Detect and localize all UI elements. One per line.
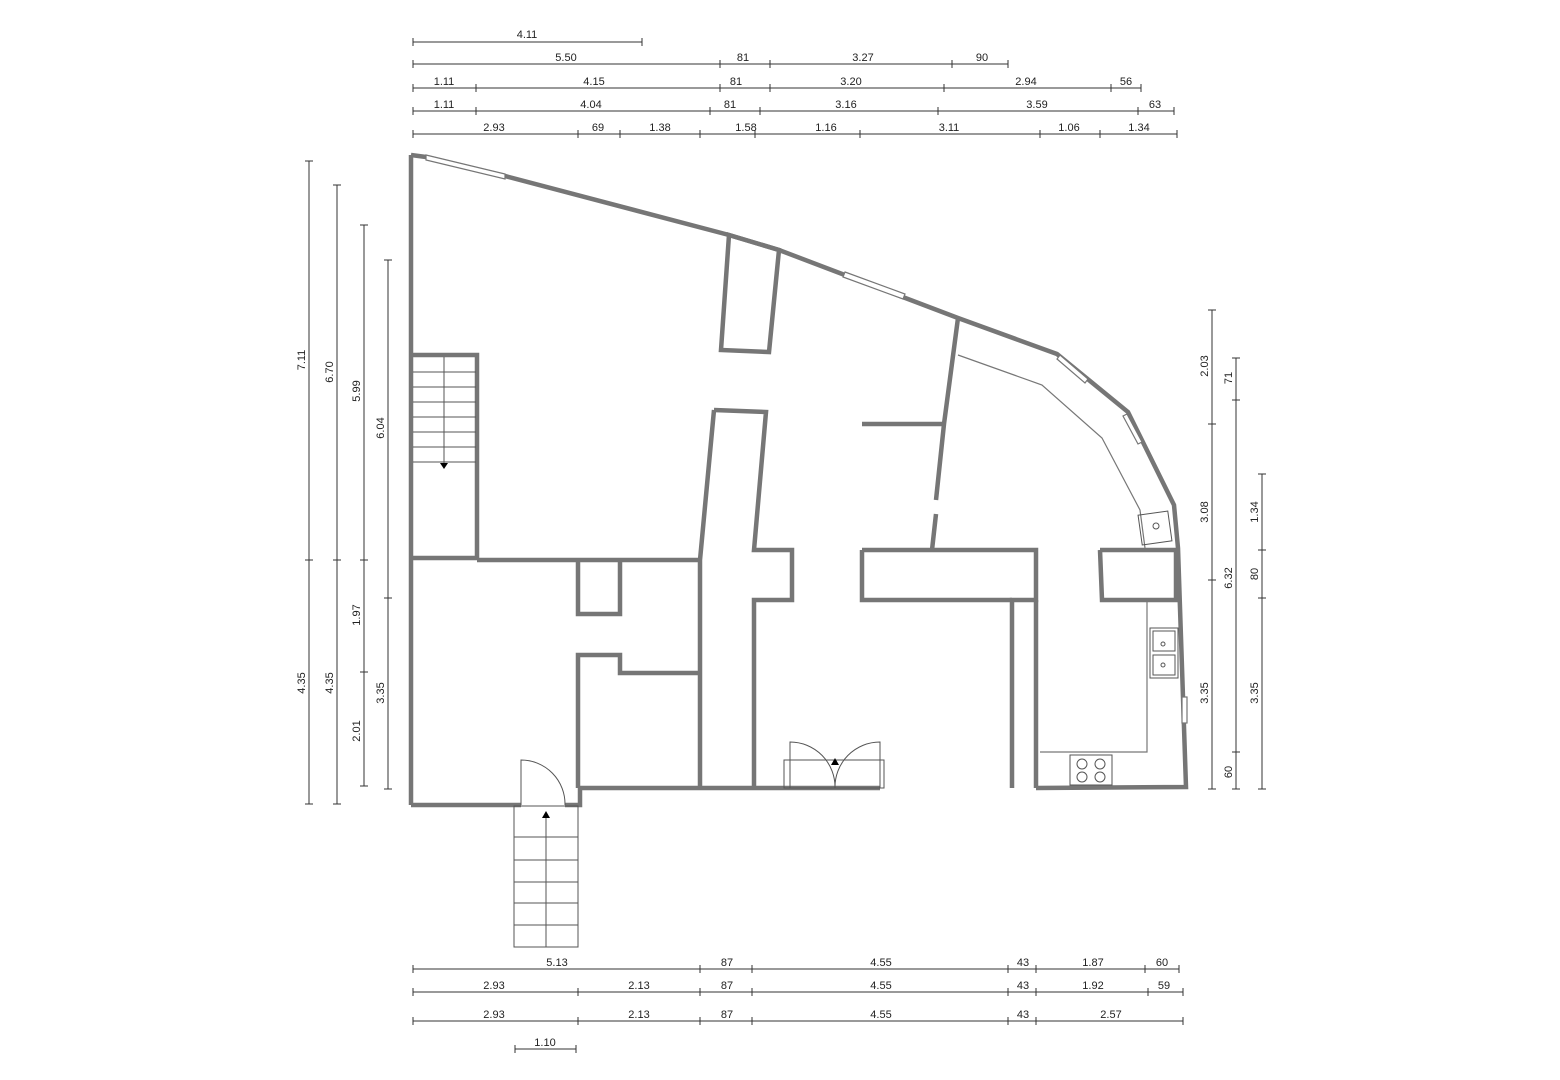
dim-label: 2.03 bbox=[1199, 355, 1211, 376]
dim-label: 1.11 bbox=[434, 99, 455, 111]
dim-label: 2.93 bbox=[483, 1009, 504, 1021]
dim-label: 2.57 bbox=[1100, 1009, 1121, 1021]
dim-label: 69 bbox=[592, 122, 604, 134]
dim-label: 43 bbox=[1017, 980, 1029, 992]
dim-label: 1.38 bbox=[649, 122, 670, 134]
double-door-right bbox=[834, 741, 881, 789]
dim-label: 4.35 bbox=[324, 672, 336, 693]
exterior-wall bbox=[410, 152, 1189, 808]
dim-label: 6.70 bbox=[324, 361, 336, 382]
kitchen-counter bbox=[957, 354, 1148, 753]
dim-label: 5.13 bbox=[546, 957, 567, 969]
dim-label: 1.16 bbox=[815, 122, 836, 134]
dim-label: 1.87 bbox=[1082, 957, 1103, 969]
dim-label: 43 bbox=[1017, 1009, 1029, 1021]
dim-label: 80 bbox=[1249, 568, 1261, 580]
entry-arrow-icon bbox=[831, 758, 839, 765]
dim-label: 63 bbox=[1149, 99, 1161, 111]
dim-label: 81 bbox=[724, 99, 736, 111]
dim-label: 3.35 bbox=[1199, 682, 1211, 703]
dim-label: 2.13 bbox=[628, 1009, 649, 1021]
dim-label: 87 bbox=[721, 957, 733, 969]
dim-label: 4.55 bbox=[870, 980, 891, 992]
dim-label: 2.93 bbox=[483, 980, 504, 992]
dim-label: 87 bbox=[721, 980, 733, 992]
dimension-lines bbox=[308, 38, 1263, 1053]
cooktop-icon bbox=[1069, 754, 1113, 786]
window bbox=[1181, 696, 1188, 724]
dim-label: 6.04 bbox=[375, 417, 387, 438]
interior-stairs bbox=[413, 357, 476, 466]
dim-label: 60 bbox=[1223, 766, 1235, 778]
dim-label: 1.92 bbox=[1082, 980, 1103, 992]
dim-label: 4.55 bbox=[870, 1009, 891, 1021]
dim-label: 1.11 bbox=[434, 76, 455, 88]
dim-label: 5.99 bbox=[351, 380, 363, 401]
dim-label: 1.34 bbox=[1249, 501, 1261, 522]
dim-label: 3.59 bbox=[1026, 99, 1047, 111]
dim-label: 81 bbox=[737, 52, 749, 64]
dim-label: 7.11 bbox=[296, 350, 308, 371]
dim-label: 5.50 bbox=[555, 52, 576, 64]
entry-stairs bbox=[513, 805, 579, 948]
dim-label: 1.06 bbox=[1058, 122, 1079, 134]
window bbox=[842, 271, 906, 300]
kitchen-fixtures bbox=[1069, 510, 1179, 786]
double-sink-icon bbox=[1149, 627, 1179, 679]
dim-label: 2.94 bbox=[1015, 76, 1036, 88]
dim-label: 2.13 bbox=[628, 980, 649, 992]
dim-label: 4.55 bbox=[870, 957, 891, 969]
stair-arrow-icon bbox=[542, 811, 550, 818]
dim-label: 3.20 bbox=[840, 76, 861, 88]
dim-label: 3.27 bbox=[852, 52, 873, 64]
walls bbox=[408, 152, 1189, 808]
doors bbox=[520, 741, 885, 806]
window bbox=[425, 154, 506, 180]
dim-label: 3.16 bbox=[835, 99, 856, 111]
dim-label: 1.10 bbox=[534, 1037, 555, 1049]
dim-label: 87 bbox=[721, 1009, 733, 1021]
dim-label: 43 bbox=[1017, 957, 1029, 969]
dim-label: 4.04 bbox=[580, 99, 601, 111]
dim-label: 60 bbox=[1156, 957, 1168, 969]
dim-label: 2.93 bbox=[483, 122, 504, 134]
dimension-ticks bbox=[305, 60, 1266, 1025]
dim-label: 3.08 bbox=[1199, 501, 1211, 522]
dim-label: 4.15 bbox=[583, 76, 604, 88]
dim-label: 4.11 bbox=[517, 29, 538, 41]
entry-door bbox=[520, 759, 566, 806]
stair-arrow-icon bbox=[440, 463, 448, 469]
window bbox=[1056, 354, 1089, 384]
dim-label: 3.11 bbox=[939, 122, 960, 134]
dim-label: 90 bbox=[976, 52, 988, 64]
dim-label: 81 bbox=[730, 76, 742, 88]
window bbox=[1122, 413, 1143, 445]
dim-label: 2.01 bbox=[351, 720, 363, 741]
double-door-left bbox=[789, 741, 836, 789]
windows bbox=[425, 154, 1188, 724]
dim-label: 6.32 bbox=[1223, 567, 1235, 588]
dim-label: 1.97 bbox=[351, 604, 363, 625]
dim-label: 1.34 bbox=[1128, 122, 1149, 134]
dim-label: 71 bbox=[1223, 372, 1235, 384]
dim-label: 3.35 bbox=[1249, 682, 1261, 703]
dim-label: 4.35 bbox=[296, 672, 308, 693]
dim-label: 1.58 bbox=[735, 122, 756, 134]
dimension-labels: 4.11 5.50 81 3.27 90 1.11 4.15 81 3.20 2… bbox=[296, 29, 1261, 1049]
sink-icon bbox=[1137, 510, 1173, 546]
dim-label: 59 bbox=[1158, 980, 1170, 992]
dim-label: 3.35 bbox=[375, 682, 387, 703]
dim-label: 56 bbox=[1120, 76, 1132, 88]
